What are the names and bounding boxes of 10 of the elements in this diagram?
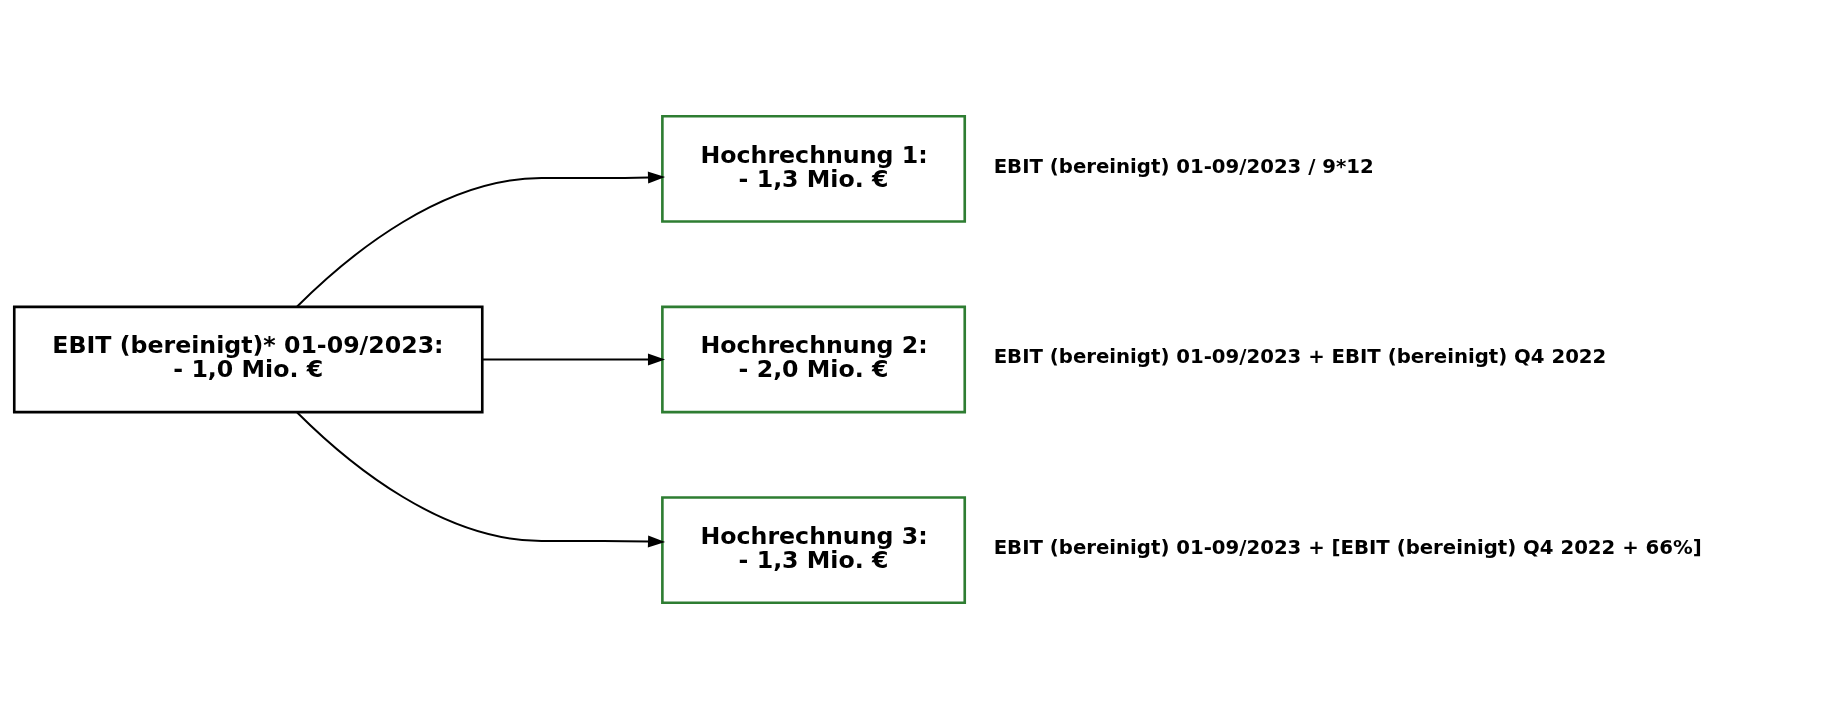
node-label: EBIT (bereinigt) 01-09/2023 + [EBIT (bereinigt) Q4 2022 + 66%] bbox=[993, 536, 1702, 560]
node-box: Hochrechnung 1: - 1,3 Mio. € bbox=[660, 114, 966, 223]
node-box: Hochrechnung 2: - 2,0 Mio. € bbox=[660, 305, 966, 414]
node-box: EBIT (bereinigt)* 01-09/2023: - 1,0 Mio. € bbox=[12, 305, 484, 414]
arrow bbox=[481, 353, 665, 366]
node-label: EBIT (bereinigt) 01-09/2023 + EBIT (bereinigt) Q4 2022 bbox=[993, 345, 1606, 369]
arrow bbox=[295, 411, 665, 548]
node-label: EBIT (bereinigt) 01-09/2023 / 9*12 bbox=[993, 154, 1374, 178]
node-box: Hochrechnung 3: - 1,3 Mio. € bbox=[660, 496, 966, 605]
arrow bbox=[295, 171, 665, 308]
